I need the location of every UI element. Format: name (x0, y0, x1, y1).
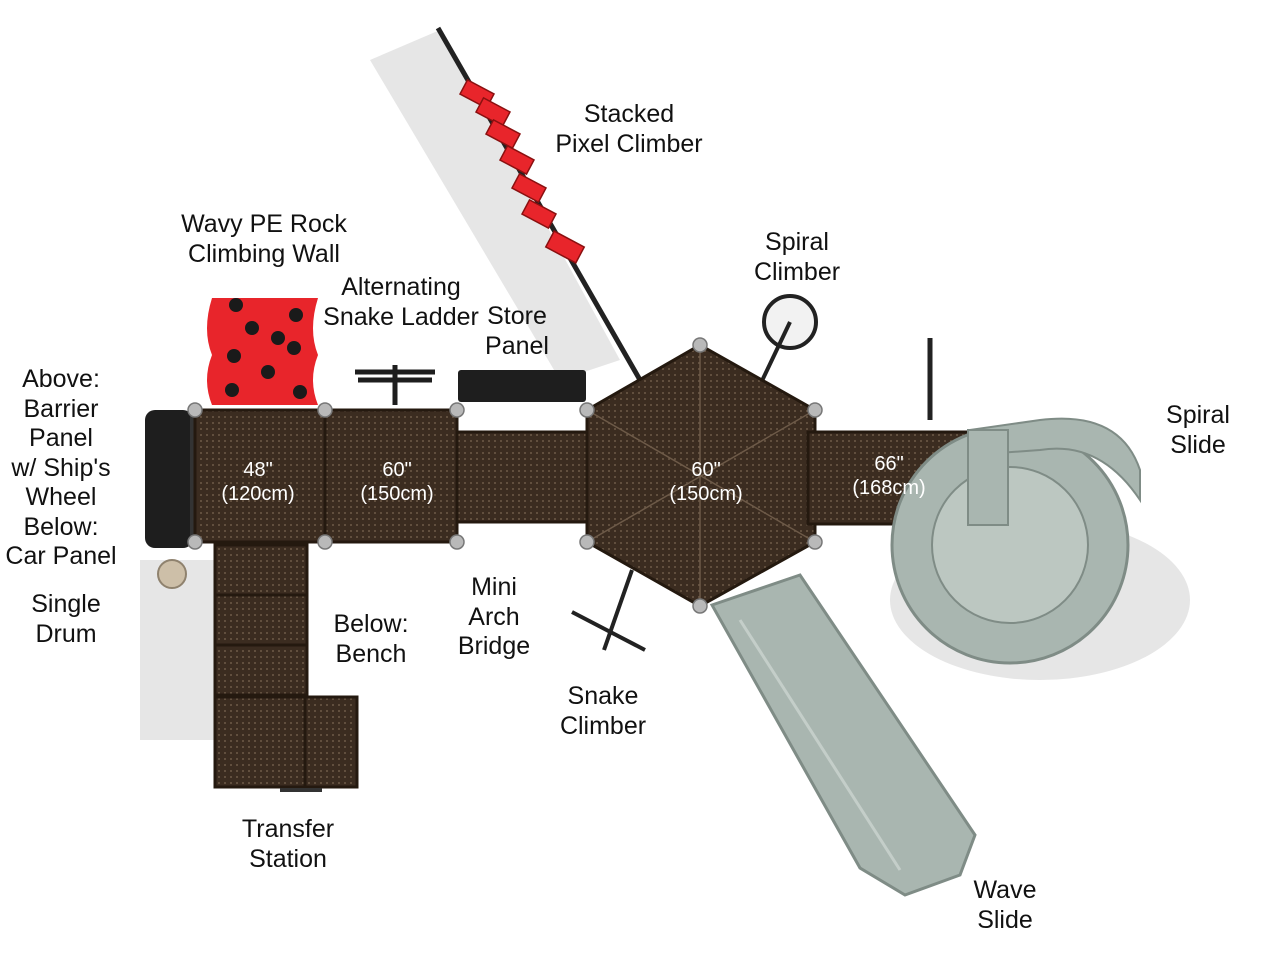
wavy-pe-rock-climbing-wall-label: Wavy PE Rock Climbing Wall (181, 210, 347, 268)
mini-arch-bridge-deck (455, 430, 591, 524)
posts (187, 337, 823, 614)
mini-arch-bridge-label: Mini Arch Bridge (457, 573, 531, 660)
single-drum (157, 559, 187, 589)
transfer-station-platform (213, 695, 359, 789)
deck-48-label: 48" (120cm) (221, 459, 295, 505)
spiral-slide (890, 338, 1141, 665)
single-drum-label: Single Drum (31, 590, 101, 648)
below-bench-label: Below: Bench (333, 610, 409, 668)
wavy-rock-climbing-wall (207, 298, 318, 405)
spiral-climber (758, 294, 818, 386)
transfer-steps (213, 543, 309, 697)
barrier-panel (145, 410, 198, 548)
deck-66-label: 66" (168cm) (852, 453, 926, 499)
wave-slide-label: Wave Slide (973, 876, 1037, 934)
deck-60-square-label: 60" (150cm) (360, 459, 434, 505)
spiral-climber-label: Spiral Climber (753, 228, 841, 286)
spiral-slide-label: Spiral Slide (1166, 401, 1230, 459)
wave-slide (709, 573, 977, 897)
stacked-pixel-climber-label: Stacked Pixel Climber (555, 100, 703, 158)
store-panel-label: Store Panel (485, 302, 549, 360)
snake-climber (571, 569, 646, 652)
deck-60-square-platform (323, 408, 459, 544)
snake-climber-label: Snake Climber (559, 682, 647, 740)
alternating-snake-ladder (355, 365, 435, 405)
deck-60-hex-label: 60" (150cm) (669, 459, 743, 505)
alternating-snake-ladder-label: Alternating Snake Ladder (323, 273, 479, 331)
transfer-station-label: Transfer Station (241, 815, 335, 873)
deck-48-platform (193, 408, 327, 544)
store-panel (458, 370, 586, 402)
barrier-ship-car-label: Above: Barrier Panel w/ Ship's Wheel Bel… (5, 365, 117, 570)
stacked-pixel-climber (435, 26, 643, 382)
